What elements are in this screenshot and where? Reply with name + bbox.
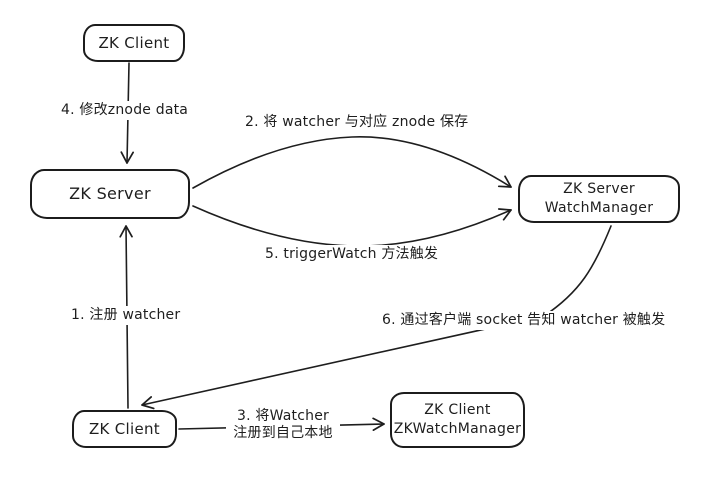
node-label: ZKWatchManager: [393, 421, 522, 437]
edge-label-5-trigger-watch: 5. triggerWatch 方法触发: [262, 245, 442, 264]
edge-label-2-save-watcher-with-znode: 2. 将 watcher 与对应 znode 保存: [242, 113, 472, 132]
node-zk-client-zkwatchmanager: ZK Client ZKWatchManager: [390, 392, 525, 448]
node-label: ZK Server: [563, 181, 635, 198]
node-label: ZK Server: [69, 184, 151, 204]
node-label: ZK Client: [424, 402, 491, 419]
edge-label-3-register-local: 3. 将Watcher 注册到自己本地: [226, 407, 340, 443]
arrow-2-save-watcher-with-znode: [192, 136, 512, 189]
node-label: ZK Client: [98, 33, 170, 52]
edge-label-4-modify-znode-data: 4. 修改znode data: [58, 101, 192, 120]
node-zk-client-bottom: ZK Client: [72, 410, 177, 448]
node-zk-server-watchmanager: ZK Server WatchManager: [518, 175, 680, 223]
node-zk-client-top: ZK Client: [83, 24, 185, 62]
node-label: ZK Client: [88, 419, 160, 438]
edge-label-1-register-watcher: 1. 注册 watcher: [68, 306, 184, 325]
edge-label-6-notify-via-socket: 6. 通过客户端 socket 告知 watcher 被触发: [379, 311, 669, 330]
node-label: WatchManager: [544, 200, 654, 216]
node-zk-server: ZK Server: [30, 169, 190, 219]
arrow-5-trigger-watch: [192, 205, 512, 247]
